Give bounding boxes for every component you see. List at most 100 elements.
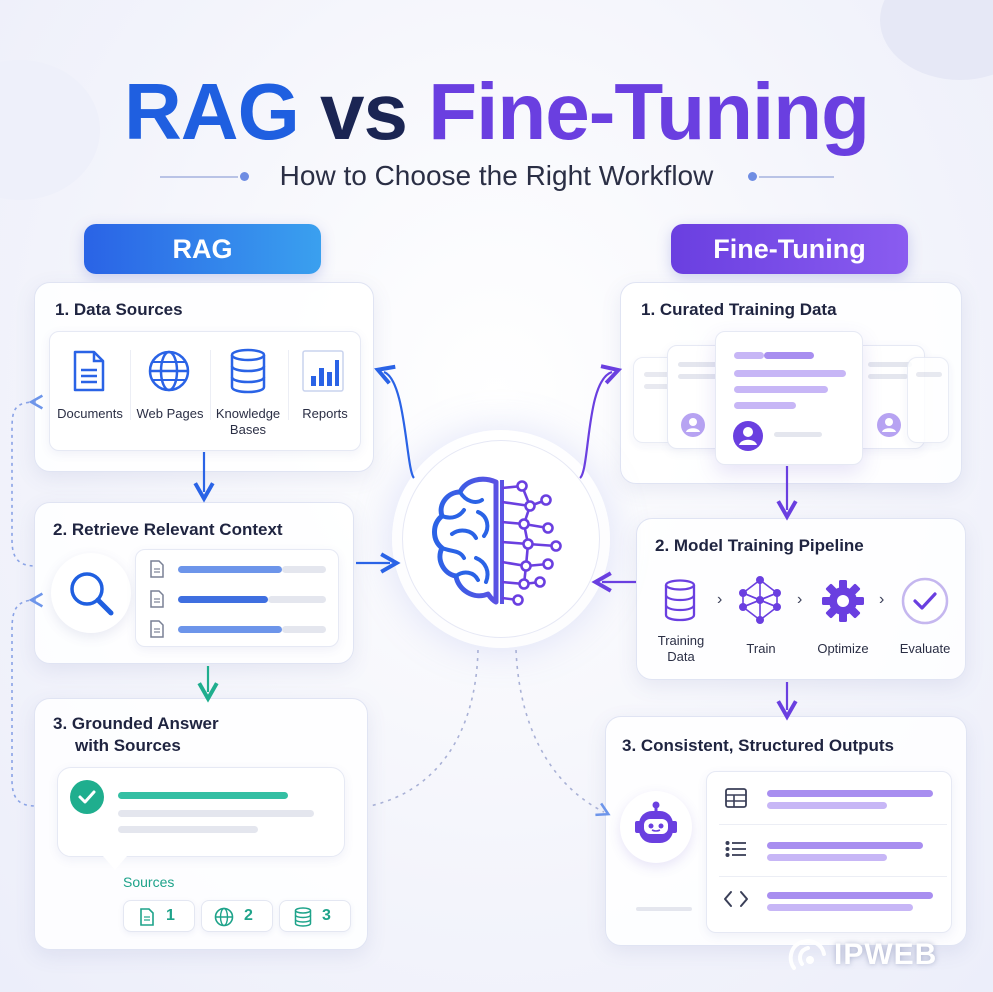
sample-line: [868, 374, 908, 379]
sample-line: [734, 352, 764, 359]
arrow-brain-to-ft-step1: [579, 364, 623, 479]
rag-step1-title: 1. Data Sources: [55, 300, 183, 319]
robot-icon: [635, 801, 677, 843]
structured-output-panel: [706, 771, 952, 933]
context-bar-track: [268, 596, 326, 603]
rag-step3-title-line1: 3. Grounded Answer: [53, 714, 219, 733]
ft-step2-card: 2. Model Training Pipeline Training Data…: [636, 518, 966, 680]
context-bar-track: [282, 626, 326, 633]
document-icon: [140, 908, 154, 926]
chevron-right-icon: ›: [879, 591, 885, 608]
chevron-right-icon: ›: [717, 591, 723, 608]
title-finetuning: Fine-Tuning: [428, 67, 870, 156]
rag-header: RAG: [84, 224, 321, 274]
retrieved-context-panel: [135, 549, 339, 647]
ft-step2-title: 2. Model Training Pipeline: [655, 536, 864, 555]
answer-bubble: [57, 767, 345, 857]
answer-bar: [118, 792, 288, 799]
divider: [719, 824, 947, 825]
user-icon: [877, 413, 901, 437]
database-icon: [294, 907, 312, 927]
title-rag: RAG: [124, 67, 300, 156]
divider: [288, 350, 289, 420]
check-circle-icon: [901, 577, 949, 625]
data-sources-panel: Documents Web Pages Knowledge Bases: [49, 331, 361, 451]
document-icon: [150, 560, 164, 578]
rag-step2-card: 2. Retrieve Relevant Context: [34, 502, 354, 664]
training-sample-card-main: [715, 331, 863, 465]
context-bar: [178, 566, 282, 573]
answer-bar: [118, 810, 314, 817]
sources-label: Sources: [123, 874, 175, 890]
sample-line: [764, 352, 814, 359]
code-icon: [724, 891, 748, 907]
document-icon: [73, 350, 105, 392]
output-line: [767, 904, 913, 911]
subtitle-dot-right: [748, 172, 757, 181]
source-number: 1: [166, 907, 175, 924]
output-trail: [636, 907, 692, 911]
document-icon: [150, 590, 164, 608]
sample-line: [678, 374, 718, 379]
source-label-documents: Documents: [57, 406, 123, 421]
subtitle: How to Choose the Right Workflow: [279, 160, 714, 191]
output-line: [767, 892, 933, 899]
subtitle-rule-right: [759, 176, 834, 178]
neural-network-icon: [739, 576, 781, 624]
rag-step3-title-line2: with Sources: [75, 736, 181, 755]
user-icon: [733, 421, 763, 451]
source-chip-2[interactable]: 2: [201, 900, 273, 932]
context-bar-track: [282, 566, 326, 573]
dotted-loop-1: [11, 394, 44, 567]
chevron-right-icon: ›: [797, 591, 803, 608]
source-label-knowledge-bases: Knowledge Bases: [215, 406, 281, 437]
magnifier-icon: [70, 572, 114, 616]
sample-line: [734, 370, 846, 377]
ft-step3-card: 3. Consistent, Structured Outputs: [605, 716, 967, 946]
table-icon: [725, 788, 747, 808]
sample-line: [678, 362, 722, 367]
ft-step1-card: 1. Curated Training Data: [620, 282, 962, 484]
divider: [210, 350, 211, 420]
output-line: [767, 854, 887, 861]
arrow-brain-to-rag-step1: [374, 364, 415, 479]
watermark: IPWEB: [786, 934, 986, 978]
bubble-tail: [103, 856, 127, 870]
answer-bar: [118, 826, 258, 833]
ft-step1-title: 1. Curated Training Data: [641, 300, 837, 319]
subtitle-dot-left: [240, 172, 249, 181]
database-icon: [664, 579, 696, 622]
context-bar: [178, 596, 268, 603]
watermark-logo-icon: [788, 939, 826, 970]
dotted-loop-2: [11, 592, 44, 807]
user-icon: [681, 413, 705, 437]
sample-line: [916, 372, 942, 377]
source-label-web-pages: Web Pages: [136, 406, 204, 421]
stage-label-evaluate: Evaluate: [899, 641, 951, 656]
ft-step3-title: 3. Consistent, Structured Outputs: [622, 736, 895, 755]
sample-line: [644, 384, 680, 389]
source-number: 2: [244, 907, 253, 924]
output-line: [767, 802, 887, 809]
main-title: RAG vs Fine-Tuning: [0, 66, 993, 158]
sample-line: [734, 386, 828, 393]
stage-label-optimize: Optimize: [817, 641, 869, 656]
rag-step3-card: 3. Grounded Answer with Sources Sources …: [34, 698, 368, 950]
source-label-reports: Reports: [302, 406, 348, 421]
search-circle: [51, 553, 131, 633]
database-icon: [230, 348, 266, 394]
sample-line: [734, 402, 796, 409]
source-chip-3[interactable]: 3: [279, 900, 351, 932]
source-chip-1[interactable]: 1: [123, 900, 195, 932]
title-vs: vs: [320, 67, 408, 156]
source-number: 3: [322, 907, 331, 924]
subtitle-rule-left: [160, 176, 238, 178]
check-circle-icon: [70, 780, 104, 814]
rag-step1-card: 1. Data Sources Documents Web Pages: [34, 282, 374, 472]
brain-network-icon: [432, 476, 562, 606]
output-line: [767, 790, 933, 797]
document-icon: [150, 620, 164, 638]
stage-label-training-data: Training Data: [657, 633, 705, 664]
output-line: [767, 842, 923, 849]
